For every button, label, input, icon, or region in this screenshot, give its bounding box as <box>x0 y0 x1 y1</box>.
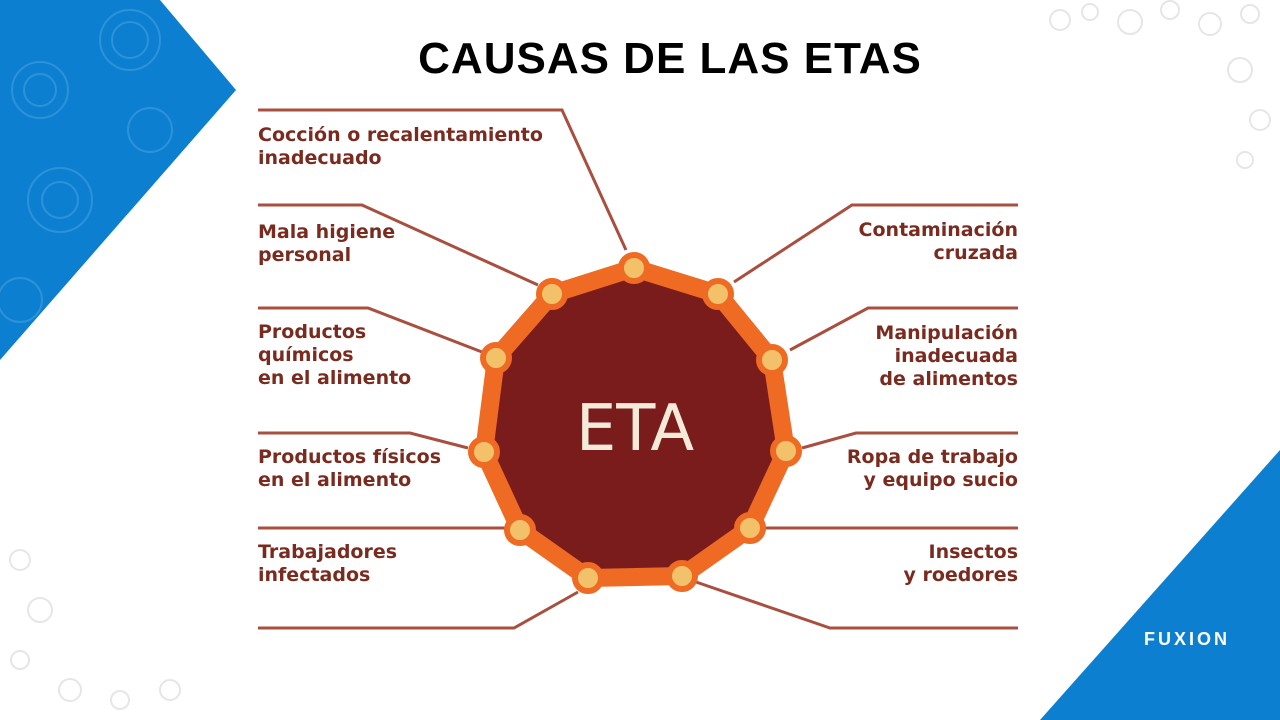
dot-pattern-bottom-left <box>9 549 181 710</box>
cause-line: en el alimento <box>258 469 412 491</box>
slide-title: CAUSAS DE LAS ETAS <box>418 34 922 83</box>
connector-coccion <box>258 108 628 251</box>
cause-line: Contaminación <box>858 219 1018 241</box>
eta-node <box>504 514 536 546</box>
connector-manipulacion <box>789 306 1018 352</box>
cause-line: y roedores <box>903 564 1018 586</box>
eta-nodes <box>468 252 802 594</box>
cause-line: inadecuado <box>258 147 382 169</box>
connector-quimicos <box>258 306 483 354</box>
eta-node <box>480 342 512 374</box>
eta-node <box>702 278 734 310</box>
cause-line: Cocción o recalentamiento <box>258 124 543 146</box>
cause-line: Mala higiene <box>258 221 396 243</box>
cause-line: inadecuada <box>894 345 1018 367</box>
connector-lines-left <box>258 108 628 630</box>
eta-center-label: ETA <box>575 392 695 466</box>
cause-trabajadores: Trabajadores infectados <box>258 541 397 587</box>
cause-fisicos: Productos físicos en el alimento <box>258 446 441 492</box>
fuxion-logo: FUXION <box>1144 629 1231 649</box>
corner-decoration-bottom-right <box>1040 450 1280 720</box>
cause-ropa: Ropa de trabajo y equipo sucio <box>847 446 1018 492</box>
corner-pattern-top-left <box>0 9 173 323</box>
cause-line: cruzada <box>933 242 1018 264</box>
connector-fisicos <box>258 431 469 450</box>
cause-line: infectados <box>258 564 371 586</box>
eta-node <box>468 436 500 468</box>
cause-higiene: Mala higiene personal <box>258 221 395 267</box>
cause-line: Insectos <box>928 541 1019 563</box>
cause-line: Productos físicos <box>258 446 442 468</box>
cause-line: Trabajadores <box>258 541 398 563</box>
cause-quimicos: Productos químicos en el alimento <box>258 321 411 390</box>
corner-decoration-top-left <box>0 0 236 360</box>
eta-node <box>618 252 650 284</box>
cause-contaminacion: Contaminación cruzada <box>859 219 1018 265</box>
cause-coccion: Cocción o recalentamiento inadecuado <box>258 124 543 170</box>
connector-bottom-left <box>258 590 579 630</box>
cause-manipulacion: Manipulación inadecuada de alimentos <box>875 322 1018 391</box>
connector-bottom-right <box>695 580 1018 630</box>
eta-node <box>666 560 698 592</box>
eta-node <box>734 512 766 544</box>
eta-node <box>572 562 604 594</box>
cause-line: Productos <box>258 321 367 343</box>
eta-node <box>536 278 568 310</box>
cause-insectos: Insectos y roedores <box>903 541 1018 587</box>
cause-line: Manipulación <box>875 322 1018 344</box>
connector-contaminacion <box>733 203 1018 284</box>
cause-line: y equipo sucio <box>863 469 1018 491</box>
cause-line: químicos <box>258 344 354 366</box>
cause-line: personal <box>258 244 352 266</box>
eta-node <box>770 435 802 467</box>
cause-line: en el alimento <box>258 367 412 389</box>
eta-node <box>756 344 788 376</box>
dot-pattern-top-right <box>1049 0 1271 169</box>
connector-ropa <box>801 431 1018 450</box>
connector-higiene <box>258 203 539 287</box>
cause-line: Ropa de trabajo <box>846 446 1018 468</box>
connector-lines-right <box>695 203 1018 630</box>
cause-line: de alimentos <box>879 368 1018 390</box>
